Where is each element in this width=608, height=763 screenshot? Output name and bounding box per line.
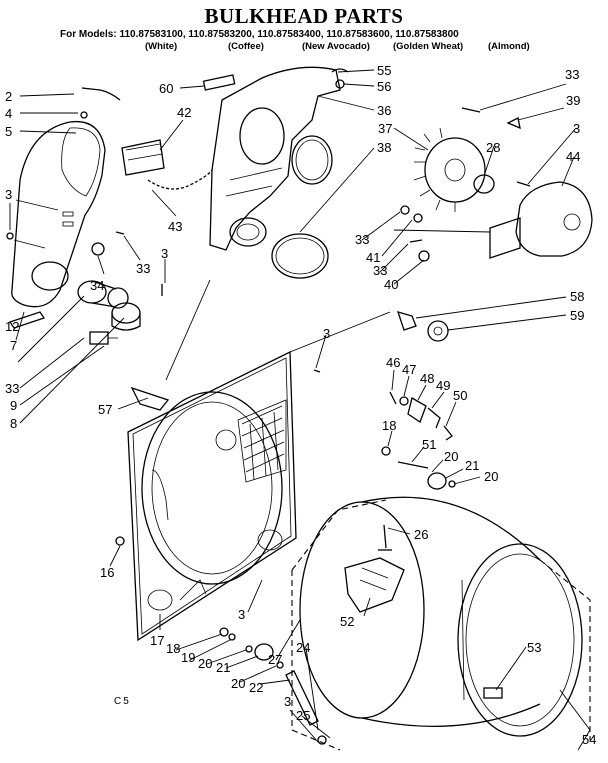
models-line: For Models: 110.87583100, 110.87583200, …: [60, 29, 459, 40]
callout-19: 19: [181, 650, 195, 665]
callout-labels: 2 4 5 3 12 7 33 9 8 34 33 3 60 42 43 55 …: [5, 63, 596, 747]
callout-43: 43: [168, 219, 182, 234]
callout-46: 46: [386, 355, 400, 370]
color-almond: (Almond): [488, 41, 530, 52]
hose-part-43: [147, 169, 213, 190]
callout-21b: 21: [216, 660, 230, 675]
baffle-part-52: [344, 557, 405, 613]
callout-21: 21: [465, 458, 479, 473]
callout-3f: 3: [284, 694, 291, 709]
callout-16: 16: [100, 565, 114, 580]
color-coffee: (Coffee): [228, 41, 264, 52]
color-new-avocado: (New Avocado): [302, 41, 370, 52]
duct-housing-part-5: [11, 120, 106, 308]
page-title: BULKHEAD PARTS: [204, 4, 404, 28]
callout-33e: 33: [373, 263, 387, 278]
callout-57: 57: [98, 402, 112, 417]
callout-18b: 18: [166, 641, 180, 656]
callout-54: 54: [582, 732, 596, 747]
callout-33: 33: [5, 381, 19, 396]
blower-wheel-part-28: [413, 127, 495, 212]
callout-20b: 20: [484, 469, 498, 484]
callout-3e: 3: [238, 607, 245, 622]
callout-42: 42: [177, 105, 191, 120]
bracket-part-53: [483, 687, 503, 699]
callout-20: 20: [444, 449, 458, 464]
drum-part-25: [291, 496, 591, 751]
harness-part-42: [121, 139, 165, 176]
bar-part-60: [202, 74, 236, 91]
clip-part-57: [130, 386, 170, 411]
callout-33b: 33: [136, 261, 150, 276]
callout-27: 27: [268, 652, 282, 667]
callout-36: 36: [377, 103, 391, 118]
callout-3c: 3: [573, 121, 580, 136]
callout-18: 18: [382, 418, 396, 433]
callout-9: 9: [10, 398, 17, 413]
callout-38: 38: [377, 140, 391, 155]
callout-3b: 3: [161, 246, 168, 261]
callout-28: 28: [486, 140, 500, 155]
callout-49: 49: [436, 378, 450, 393]
blower-housing-part-36: [209, 66, 341, 251]
callout-50: 50: [453, 388, 467, 403]
callout-4: 4: [5, 106, 12, 121]
callout-20d: 20: [231, 676, 245, 691]
callout-48: 48: [420, 371, 434, 386]
callout-33c: 33: [565, 67, 579, 82]
cylinder-part-7: [77, 280, 129, 309]
callout-39: 39: [566, 93, 580, 108]
wheel-part-59: [427, 320, 449, 342]
callout-24: 24: [296, 640, 310, 655]
clip-part-12: [8, 311, 46, 329]
color-white: (White): [145, 41, 178, 52]
seal-part-38: [271, 233, 329, 279]
callout-34: 34: [90, 278, 104, 293]
callout-7: 7: [10, 338, 17, 353]
leader-lines: [9, 69, 591, 751]
connector-part-9: [89, 331, 118, 345]
callout-5: 5: [5, 124, 12, 139]
callout-3: 3: [5, 187, 12, 202]
callout-55: 55: [377, 63, 391, 78]
lower-hardware-parts-18-24: [219, 627, 327, 745]
callout-26: 26: [414, 527, 428, 542]
callout-33d: 33: [355, 232, 369, 247]
callout-25: 25: [296, 708, 310, 723]
bulkhead-panel-part-17: [127, 350, 297, 642]
callout-3d: 3: [323, 326, 330, 341]
callout-51: 51: [422, 437, 436, 452]
callout-60: 60: [159, 81, 173, 96]
callout-37: 37: [378, 121, 392, 136]
callout-53: 53: [527, 640, 541, 655]
callout-41: 41: [366, 250, 380, 265]
callout-2: 2: [5, 89, 12, 104]
callout-8: 8: [10, 416, 17, 431]
bracket-part-58: [396, 311, 417, 331]
callout-12: 12: [5, 319, 19, 334]
callout-56: 56: [377, 79, 391, 94]
callout-20c: 20: [198, 656, 212, 671]
callout-59: 59: [570, 308, 584, 323]
callout-17: 17: [150, 633, 164, 648]
callout-47: 47: [402, 362, 416, 377]
cylinder-part-34: [111, 302, 141, 331]
footer-code: C5: [114, 696, 131, 707]
cluster-parts-46-51: [381, 391, 453, 469]
callout-22: 22: [249, 680, 263, 695]
callout-44: 44: [566, 149, 580, 164]
callout-52: 52: [340, 614, 354, 629]
screws: [6, 68, 531, 551]
callout-58: 58: [570, 289, 584, 304]
seal-part-37: [291, 135, 333, 185]
motor-housing-part-44: [489, 181, 593, 259]
callout-40: 40: [384, 277, 398, 292]
color-golden-wheat: (Golden Wheat): [393, 41, 464, 52]
